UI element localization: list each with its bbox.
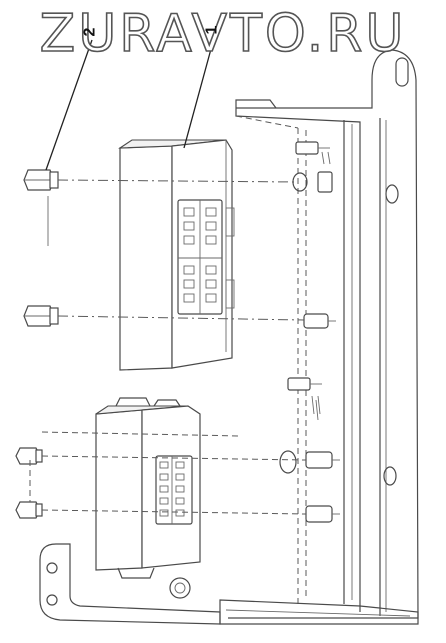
assembly-lines	[29, 179, 307, 515]
callout-2: 2	[81, 27, 99, 37]
connector-upper	[177, 199, 223, 315]
flange-nuts	[15, 169, 59, 519]
nut-upper	[23, 169, 59, 191]
nut-middle	[23, 305, 59, 327]
lower-control-unit	[95, 397, 201, 599]
upper-control-unit	[118, 139, 235, 371]
stud-upper-middle	[303, 313, 336, 329]
nut-lower-b	[15, 501, 43, 519]
watermark: ZURAVTO.RU	[39, 3, 407, 65]
connector-lower	[155, 455, 193, 525]
stud-bottom	[305, 505, 340, 523]
stud-middle	[287, 377, 322, 421]
stud-lower-middle	[305, 451, 340, 469]
callout-1: 1	[203, 25, 221, 35]
bracket-studs	[287, 141, 340, 523]
callout-leaders	[45, 37, 215, 171]
stud-top	[295, 141, 333, 193]
lower-bracket-foot	[39, 543, 221, 625]
mounting-bracket	[219, 49, 419, 625]
nut-lower-a	[15, 447, 43, 465]
